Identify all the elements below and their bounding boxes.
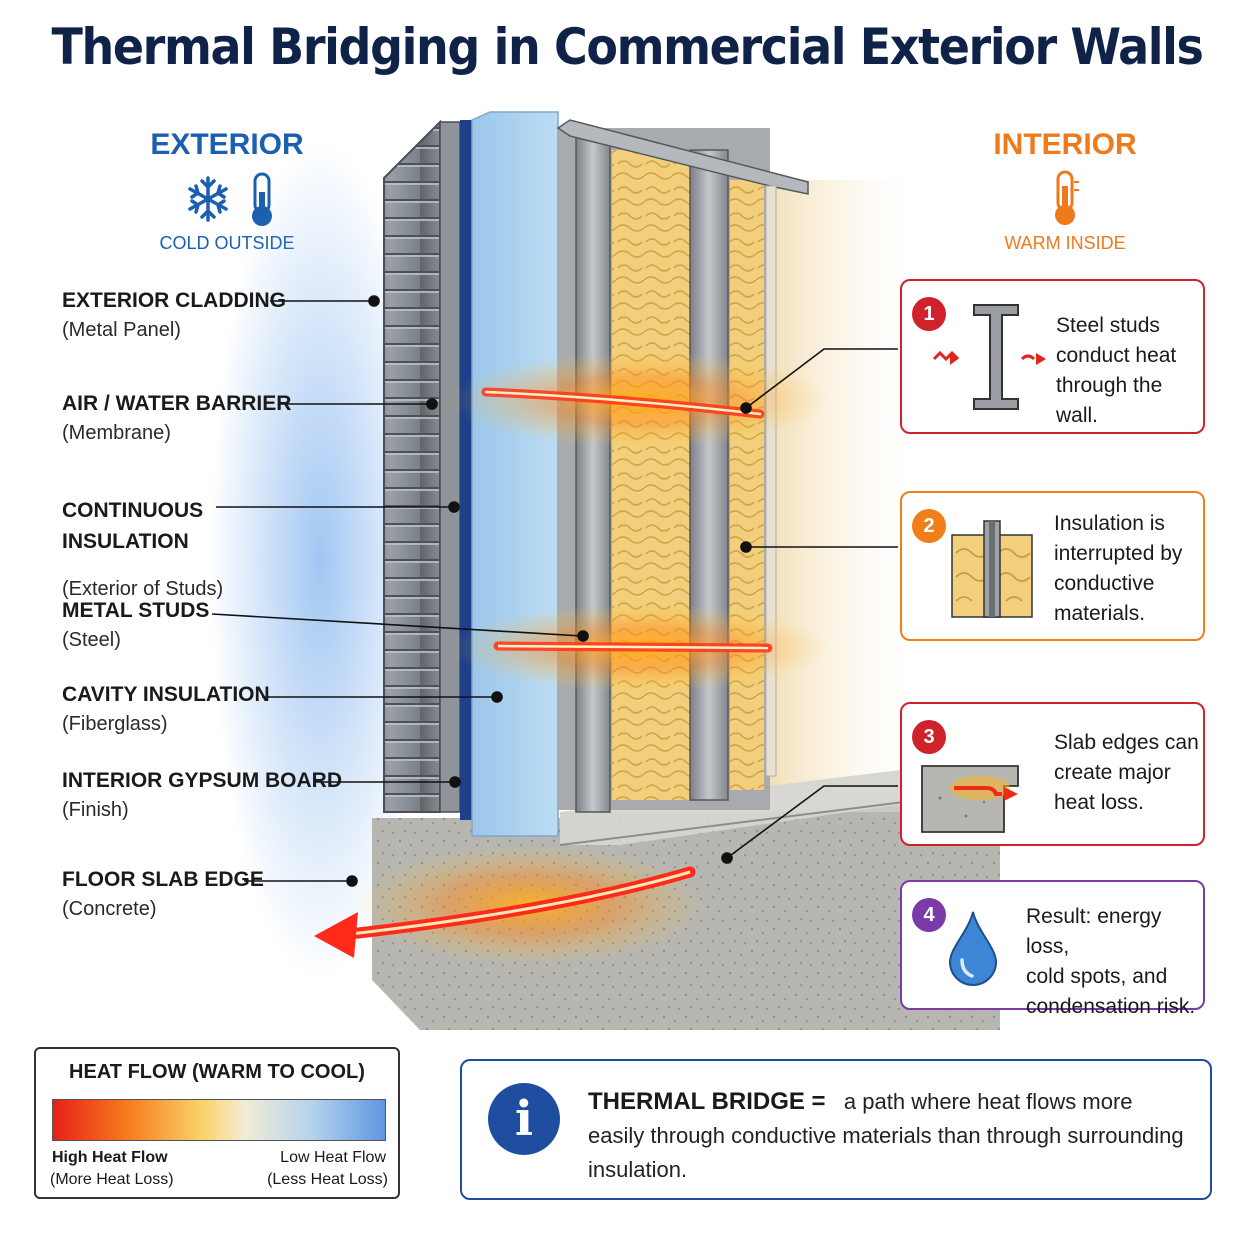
callout-line: materials. bbox=[1054, 602, 1146, 625]
definition-body: a path where heat flows more easily thro… bbox=[588, 1089, 1184, 1182]
legend-right-sub: (Less Heat Loss) bbox=[267, 1171, 388, 1188]
label-exterior-cladding: EXTERIOR CLADDING (Metal Panel) bbox=[62, 285, 362, 344]
callout-slab-edges: 3 Slab edges can create major heat loss. bbox=[900, 702, 1205, 846]
legend-left-label: High Heat Flow bbox=[52, 1149, 168, 1166]
callout-line: condensation risk. bbox=[1026, 995, 1196, 1018]
callout-insulation-interrupted: 2 Insulation is interrupted by conductiv… bbox=[900, 491, 1205, 641]
callout-line: cold spots, and bbox=[1026, 965, 1168, 988]
water-drop-icon bbox=[948, 911, 998, 986]
callout-text: Insulation is interrupted by conductive … bbox=[1054, 509, 1182, 629]
layer-title: AIR / WATER BARRIER bbox=[62, 392, 292, 415]
layer-title: INTERIOR GYPSUM BOARD bbox=[62, 769, 343, 792]
legend-title: HEAT FLOW (WARM TO COOL) bbox=[69, 1061, 365, 1083]
layer-title: CAVITY INSULATION bbox=[62, 683, 270, 706]
callout-line: interrupted by bbox=[1054, 542, 1183, 565]
legend-left-sub: (More Heat Loss) bbox=[50, 1171, 174, 1188]
callout-line: Steel studs bbox=[1056, 314, 1160, 337]
layer-subtitle: (Exterior of Studs) bbox=[62, 578, 224, 600]
heat-flow-legend: HEAT FLOW (WARM TO COOL) High Heat Flow … bbox=[34, 1047, 400, 1199]
layer-title: FLOOR SLAB EDGE bbox=[62, 868, 264, 891]
steel-stud-heat-icon bbox=[932, 304, 1046, 410]
layer-subtitle: (Finish) bbox=[62, 799, 129, 821]
interior-subheading: WARM INSIDE bbox=[1004, 233, 1126, 253]
callout-text: Slab edges can create major heat loss. bbox=[1054, 728, 1199, 818]
callout-line: through the wall. bbox=[1056, 374, 1163, 427]
exterior-heading: EXTERIOR bbox=[150, 128, 304, 161]
callout-number: 1 bbox=[912, 297, 946, 331]
interior-heading: INTERIOR bbox=[993, 128, 1137, 161]
definition-term: THERMAL BRIDGE = bbox=[588, 1088, 826, 1115]
label-cavity-insulation: CAVITY INSULATION (Fiberglass) bbox=[62, 679, 362, 738]
callout-line: Insulation is bbox=[1054, 512, 1165, 535]
slab-edge-heat-icon bbox=[921, 765, 1019, 833]
layer-subtitle: (Membrane) bbox=[62, 422, 171, 444]
layer-title: EXTERIOR CLADDING bbox=[62, 289, 287, 312]
legend-right-label: Low Heat Flow bbox=[280, 1149, 386, 1166]
heat-loss-arrow bbox=[314, 912, 358, 958]
label-floor-slab-edge: FLOOR SLAB EDGE (Concrete) bbox=[62, 864, 362, 923]
callout-line: heat loss. bbox=[1054, 791, 1144, 814]
callout-number: 2 bbox=[912, 509, 946, 543]
thermal-bridge-definition: i THERMAL BRIDGE = a path where heat flo… bbox=[460, 1059, 1212, 1200]
snowflake-icon bbox=[188, 176, 228, 222]
callout-number: 4 bbox=[912, 898, 946, 932]
callout-line: Result: energy loss, bbox=[1026, 905, 1162, 958]
callout-text: Steel studs conduct heat through the wal… bbox=[1056, 311, 1203, 431]
label-continuous-insulation: CONTINUOUS INSULATION (Exterior of Studs… bbox=[62, 477, 362, 621]
layer-subtitle: (Steel) bbox=[62, 629, 121, 651]
layer-subtitle: (Fiberglass) bbox=[62, 713, 168, 735]
callout-number: 3 bbox=[912, 720, 946, 754]
layer-title: METAL STUDS bbox=[62, 599, 210, 622]
label-interior-gypsum-board: INTERIOR GYPSUM BOARD (Finish) bbox=[62, 765, 362, 824]
callout-line: Slab edges can bbox=[1054, 731, 1199, 754]
callout-result: 4 Result: energy loss, cold spots, and c… bbox=[900, 880, 1205, 1018]
interrupted-insulation-icon bbox=[951, 520, 1033, 618]
label-air-water-barrier: AIR / WATER BARRIER (Membrane) bbox=[62, 388, 362, 447]
callout-line: conduct heat bbox=[1056, 344, 1177, 367]
callout-line: conductive bbox=[1054, 572, 1155, 595]
layer-subtitle: (Concrete) bbox=[62, 898, 157, 920]
legend-gradient-bar bbox=[52, 1099, 386, 1141]
callout-line: create major bbox=[1054, 761, 1171, 784]
callout-text: Result: energy loss, cold spots, and con… bbox=[1026, 902, 1203, 1022]
info-icon: i bbox=[488, 1083, 560, 1155]
label-metal-studs: METAL STUDS (Steel) bbox=[62, 595, 362, 654]
definition-text: THERMAL BRIDGE = a path where heat flows… bbox=[588, 1085, 1188, 1187]
diagram-title: Thermal Bridging in Commercial Exterior … bbox=[51, 18, 1203, 76]
wall-section-illustration bbox=[210, 111, 1015, 1030]
callout-steel-studs: 1 Steel studs conduct heat through the w… bbox=[900, 279, 1205, 434]
layer-title: CONTINUOUS INSULATION bbox=[62, 499, 204, 553]
thermometer-warm-icon bbox=[1055, 170, 1079, 225]
layer-subtitle: (Metal Panel) bbox=[62, 319, 181, 341]
